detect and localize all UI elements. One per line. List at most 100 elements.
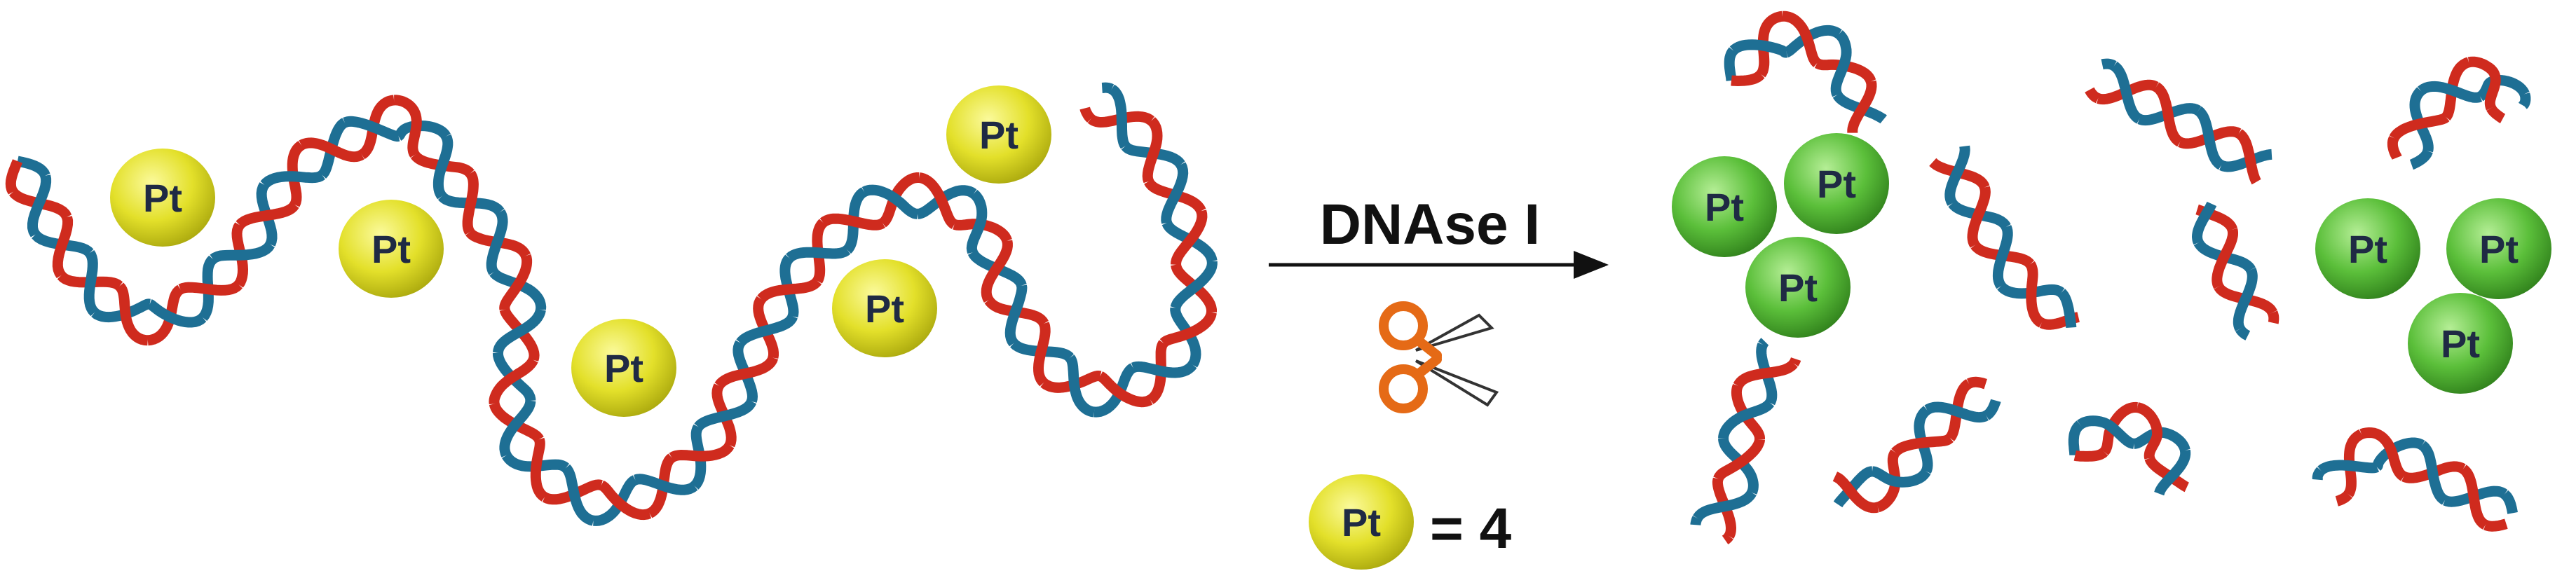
dna-strand-segment	[2358, 427, 2408, 481]
dna-strand-segment	[2076, 415, 2139, 449]
dna-strand-segment	[1967, 184, 1991, 249]
dna-strand-segment	[492, 307, 546, 356]
dna-strand-segment	[2068, 420, 2085, 460]
dna-strand-segment	[530, 435, 548, 502]
pt-label: Pt	[1342, 500, 1381, 544]
legend-value: = 4	[1430, 497, 1512, 560]
dna-fragment-9	[2312, 427, 2518, 532]
dna-strand-segment	[2418, 441, 2448, 505]
dna-fragments	[1690, 11, 2531, 545]
dna-strand-segment	[2057, 288, 2077, 332]
dna-strand-segment	[2233, 266, 2258, 333]
dna-strand-segment	[2268, 308, 2279, 328]
dna-strand-segment	[2192, 199, 2217, 247]
pt-particle-green-6: Pt	[2408, 293, 2513, 394]
pt-label: Pt	[2441, 322, 2480, 366]
dna-strand-segment	[597, 480, 653, 521]
dna-strand-segment	[1965, 376, 1990, 390]
dna-fragment-4	[2192, 199, 2279, 341]
pt-label: Pt	[2479, 227, 2519, 271]
pt-particle-green-3: Pt	[1745, 237, 1851, 338]
dna-strand-segment	[757, 277, 822, 303]
pt-label: Pt	[2348, 227, 2387, 271]
dna-strand-segment	[1923, 401, 1990, 423]
dna-fragment-5	[2387, 56, 2531, 170]
dna-strand-segment	[2085, 85, 2102, 104]
dna-strand-segment	[210, 241, 275, 264]
dna-strand-segment	[145, 299, 207, 328]
dna-strand-segment	[966, 189, 988, 256]
pt-label: Pt	[143, 176, 182, 220]
dna-strand-segment	[1718, 399, 1775, 442]
dna-strand-segment	[1129, 361, 1197, 378]
pt-particle-yellow-3: Pt	[571, 319, 676, 417]
pt-label: Pt	[979, 113, 1018, 157]
dna-strand-segment	[861, 184, 922, 219]
dna-strand-segment	[2333, 490, 2353, 507]
dna-strand-segment	[2387, 134, 2402, 162]
dna-strand-segment	[2518, 90, 2531, 111]
pt-particle-yellow-1: Pt	[110, 149, 215, 247]
pt-particle-yellow-5: Pt	[946, 85, 1051, 184]
dna-strand-segment	[1720, 532, 1734, 545]
reagent-label: DNAse I	[1320, 193, 1540, 256]
dna-strand-segment	[2154, 447, 2191, 498]
dna-strand-segment	[432, 132, 454, 200]
dna-strand-segment	[499, 252, 533, 314]
dna-strand-segment	[236, 201, 299, 229]
dna-strand-segment	[668, 442, 735, 462]
dna-strand-segment	[1142, 117, 1163, 184]
dna-strand-segment	[1830, 472, 1881, 514]
dna-strand-segment	[1096, 371, 1154, 408]
dna-strand-segment	[1108, 84, 1130, 150]
dna-strand-segment	[177, 280, 243, 296]
dna-strand-segment	[1724, 46, 1738, 85]
dna-strand-segment	[2486, 104, 2507, 124]
pt-label: Pt	[604, 346, 643, 390]
dna-strand-segment	[1690, 514, 1703, 530]
dna-strand-segment	[1868, 466, 1931, 488]
dna-strand-segment	[632, 474, 698, 495]
long-dna-helix	[5, 82, 1218, 526]
dna-fragment-2	[2085, 58, 2276, 186]
dna-strand-segment	[1779, 11, 1822, 68]
dna-strand-segment	[1757, 11, 1786, 78]
dna-strand-segment	[1830, 30, 1852, 98]
pt-label: Pt	[1705, 185, 1744, 229]
dna-strand-segment	[2071, 447, 2109, 462]
dna-fragment-7	[1830, 376, 2001, 514]
dna-fragment-3	[1928, 142, 2083, 332]
dna-strand-segment	[1161, 162, 1189, 226]
dna-strand-segment	[2481, 518, 2510, 532]
dna-strand-segment	[297, 137, 366, 163]
dna-strand-segment	[287, 141, 305, 208]
dna-strand-segment	[52, 215, 74, 279]
dna-strand-segment	[2389, 112, 2451, 142]
dna-strand-segment	[2460, 464, 2489, 530]
pt-label: Pt	[865, 287, 904, 331]
dna-strand-segment	[2212, 226, 2238, 291]
dna-strand-segment	[1891, 434, 1954, 457]
dna-strand-segment	[736, 312, 798, 347]
dna-fragment-6	[1690, 336, 1801, 545]
dna-fragment-8	[2068, 401, 2192, 498]
dna-strand-segment	[1729, 39, 1792, 58]
dna-strand-segment	[1733, 359, 1799, 390]
dna-strand-segment	[486, 208, 508, 276]
dna-strand-segment	[915, 172, 959, 229]
pt-particle-yellow-4: Pt	[832, 259, 937, 357]
pt-particle-green-5: Pt	[2446, 198, 2551, 299]
dna-strand-segment	[2465, 56, 2501, 113]
dna-strand-segment	[390, 95, 422, 159]
dna-strand-segment	[2235, 129, 2261, 186]
dna-strand-segment	[1944, 142, 1970, 207]
dna-strand-segment	[341, 116, 404, 142]
pt-particle-green-1: Pt	[1672, 156, 1777, 257]
dna-strand-segment	[786, 245, 852, 262]
dna-fragment-1	[1724, 11, 1888, 137]
dna-strand-segment	[1065, 354, 1098, 418]
dna-strand-segment	[1159, 310, 1217, 347]
pt-particle-green-2: Pt	[1784, 133, 1889, 234]
dna-strand-segment	[819, 213, 887, 230]
dna-strand-segment	[27, 173, 52, 238]
